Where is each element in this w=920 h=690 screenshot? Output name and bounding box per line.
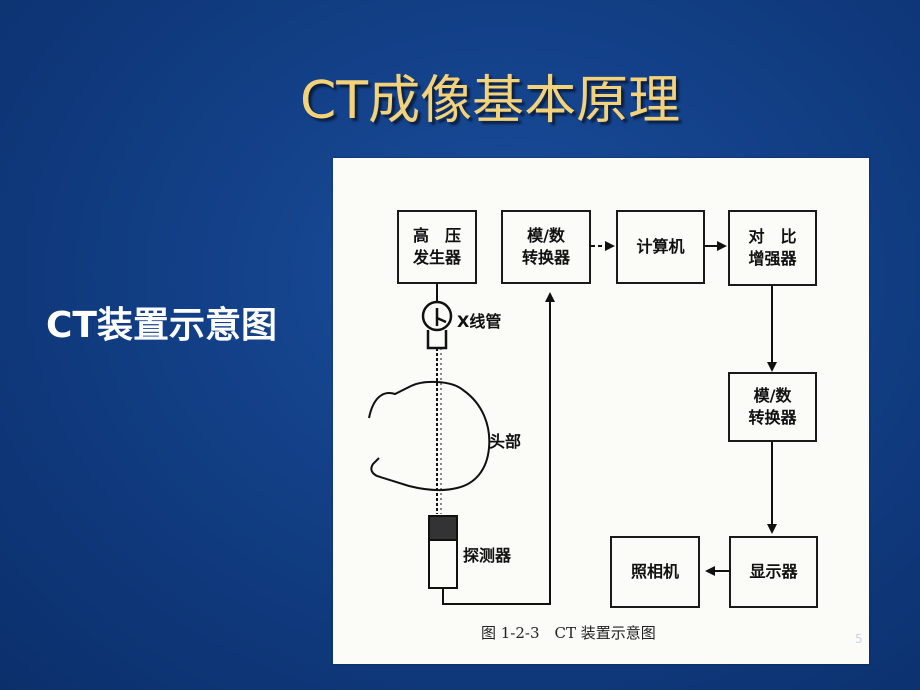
- ad-converter-top-box: 模/数 转换器: [501, 210, 591, 284]
- computer-box: 计算机: [616, 210, 705, 284]
- side-label: CT装置示意图: [46, 305, 277, 346]
- high-voltage-generator-box: 高 压 发生器: [397, 210, 477, 284]
- page-number: 5: [855, 632, 863, 646]
- figure-caption: 图 1-2-3 CT 装置示意图: [481, 624, 656, 642]
- detector-label: 探测器: [463, 546, 512, 565]
- box-label-line: 高 压: [412, 226, 461, 245]
- head-label: 头部: [489, 432, 522, 451]
- box-label-line: 对 比: [748, 227, 797, 246]
- slide-title: CT成像基本原理: [300, 71, 681, 131]
- contrast-enhancer-box: 对 比 增强器: [728, 210, 817, 286]
- ad-converter-right-box: 模/数 转换器: [728, 372, 817, 442]
- display-box: 显示器: [729, 536, 818, 608]
- box-label-line: 转换器: [748, 408, 797, 427]
- box-label-line: 照相机: [630, 562, 679, 581]
- box-label-line: 显示器: [749, 562, 798, 581]
- camera-box: 照相机: [610, 536, 700, 608]
- diagram-lines: [368, 241, 777, 605]
- head-profile-icon: [368, 380, 491, 492]
- xray-tube-label: X线管: [457, 312, 502, 331]
- box-label-line: 转换器: [521, 248, 570, 267]
- box-label-line: 发生器: [412, 248, 461, 267]
- xray-tube-icon: [421, 300, 453, 350]
- box-label-line: 模/数: [527, 226, 565, 245]
- box-label-line: 增强器: [748, 249, 797, 268]
- ct-diagram-figure: 高 压 发生器 模/数 转换器 计算机 对 比 增强器 模/数 转换器 显示器 …: [333, 158, 869, 664]
- line-detector-to-adc: [442, 292, 555, 605]
- box-label-line: 计算机: [636, 237, 685, 256]
- box-label-line: 模/数: [753, 386, 792, 405]
